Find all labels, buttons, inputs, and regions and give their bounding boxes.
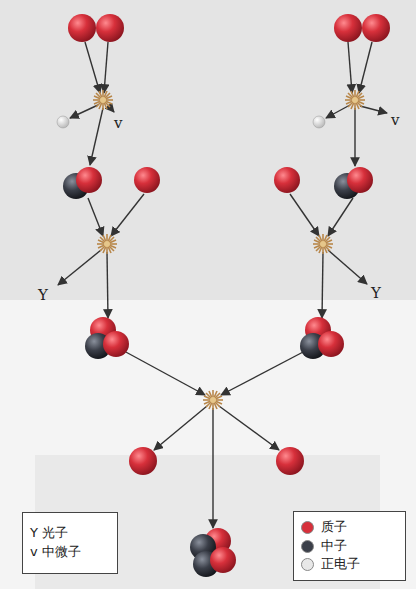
particle-symbol: Y [38, 286, 48, 304]
proton [129, 447, 157, 475]
proton [276, 447, 304, 475]
positron [313, 116, 325, 128]
proton [362, 14, 390, 42]
legend-swatch [301, 558, 314, 571]
legend-swatch [301, 521, 314, 534]
legend-entry: 质子 [301, 518, 398, 537]
proton [134, 167, 160, 193]
particles [57, 14, 390, 577]
proton [274, 167, 300, 193]
proton [96, 14, 124, 42]
legend-box: Y 光子v 中微子 [22, 512, 118, 574]
reaction-star [313, 234, 333, 254]
proton [334, 14, 362, 42]
reaction-star [93, 90, 113, 110]
proton [347, 167, 373, 193]
proton [318, 331, 344, 357]
legend-text: Y 光子 [30, 524, 68, 543]
reaction-arrows [58, 42, 387, 528]
proton [68, 14, 96, 42]
particle-label: Y [371, 286, 381, 301]
positron [57, 116, 69, 128]
legend-entry: 中子 [301, 537, 398, 556]
legend-entry: Y 光子 [30, 524, 110, 543]
legend-text: 质子 [321, 518, 347, 537]
legend-swatch [301, 540, 314, 553]
proton [76, 167, 102, 193]
legend-text: 正电子 [321, 555, 360, 574]
upper-ground [0, 0, 416, 300]
reaction-star [203, 390, 223, 410]
particle-label: Y [38, 288, 48, 303]
reaction-star [97, 234, 117, 254]
proton [103, 331, 129, 357]
particle-symbol: v [391, 111, 399, 129]
proton [210, 547, 236, 573]
legend-box: 质子中子正电子 [293, 511, 406, 581]
particle-symbol: Y [371, 284, 381, 302]
legend-entry: v 中微子 [30, 543, 110, 562]
reaction-star [345, 90, 365, 110]
legend-text: 中子 [321, 537, 347, 556]
particle-label: v [114, 116, 122, 131]
legend-entry: 正电子 [301, 555, 398, 574]
particle-symbol: v [114, 114, 122, 132]
legend-text: v 中微子 [30, 543, 81, 562]
particle-label: v [391, 113, 399, 128]
reaction-stars [93, 90, 365, 410]
